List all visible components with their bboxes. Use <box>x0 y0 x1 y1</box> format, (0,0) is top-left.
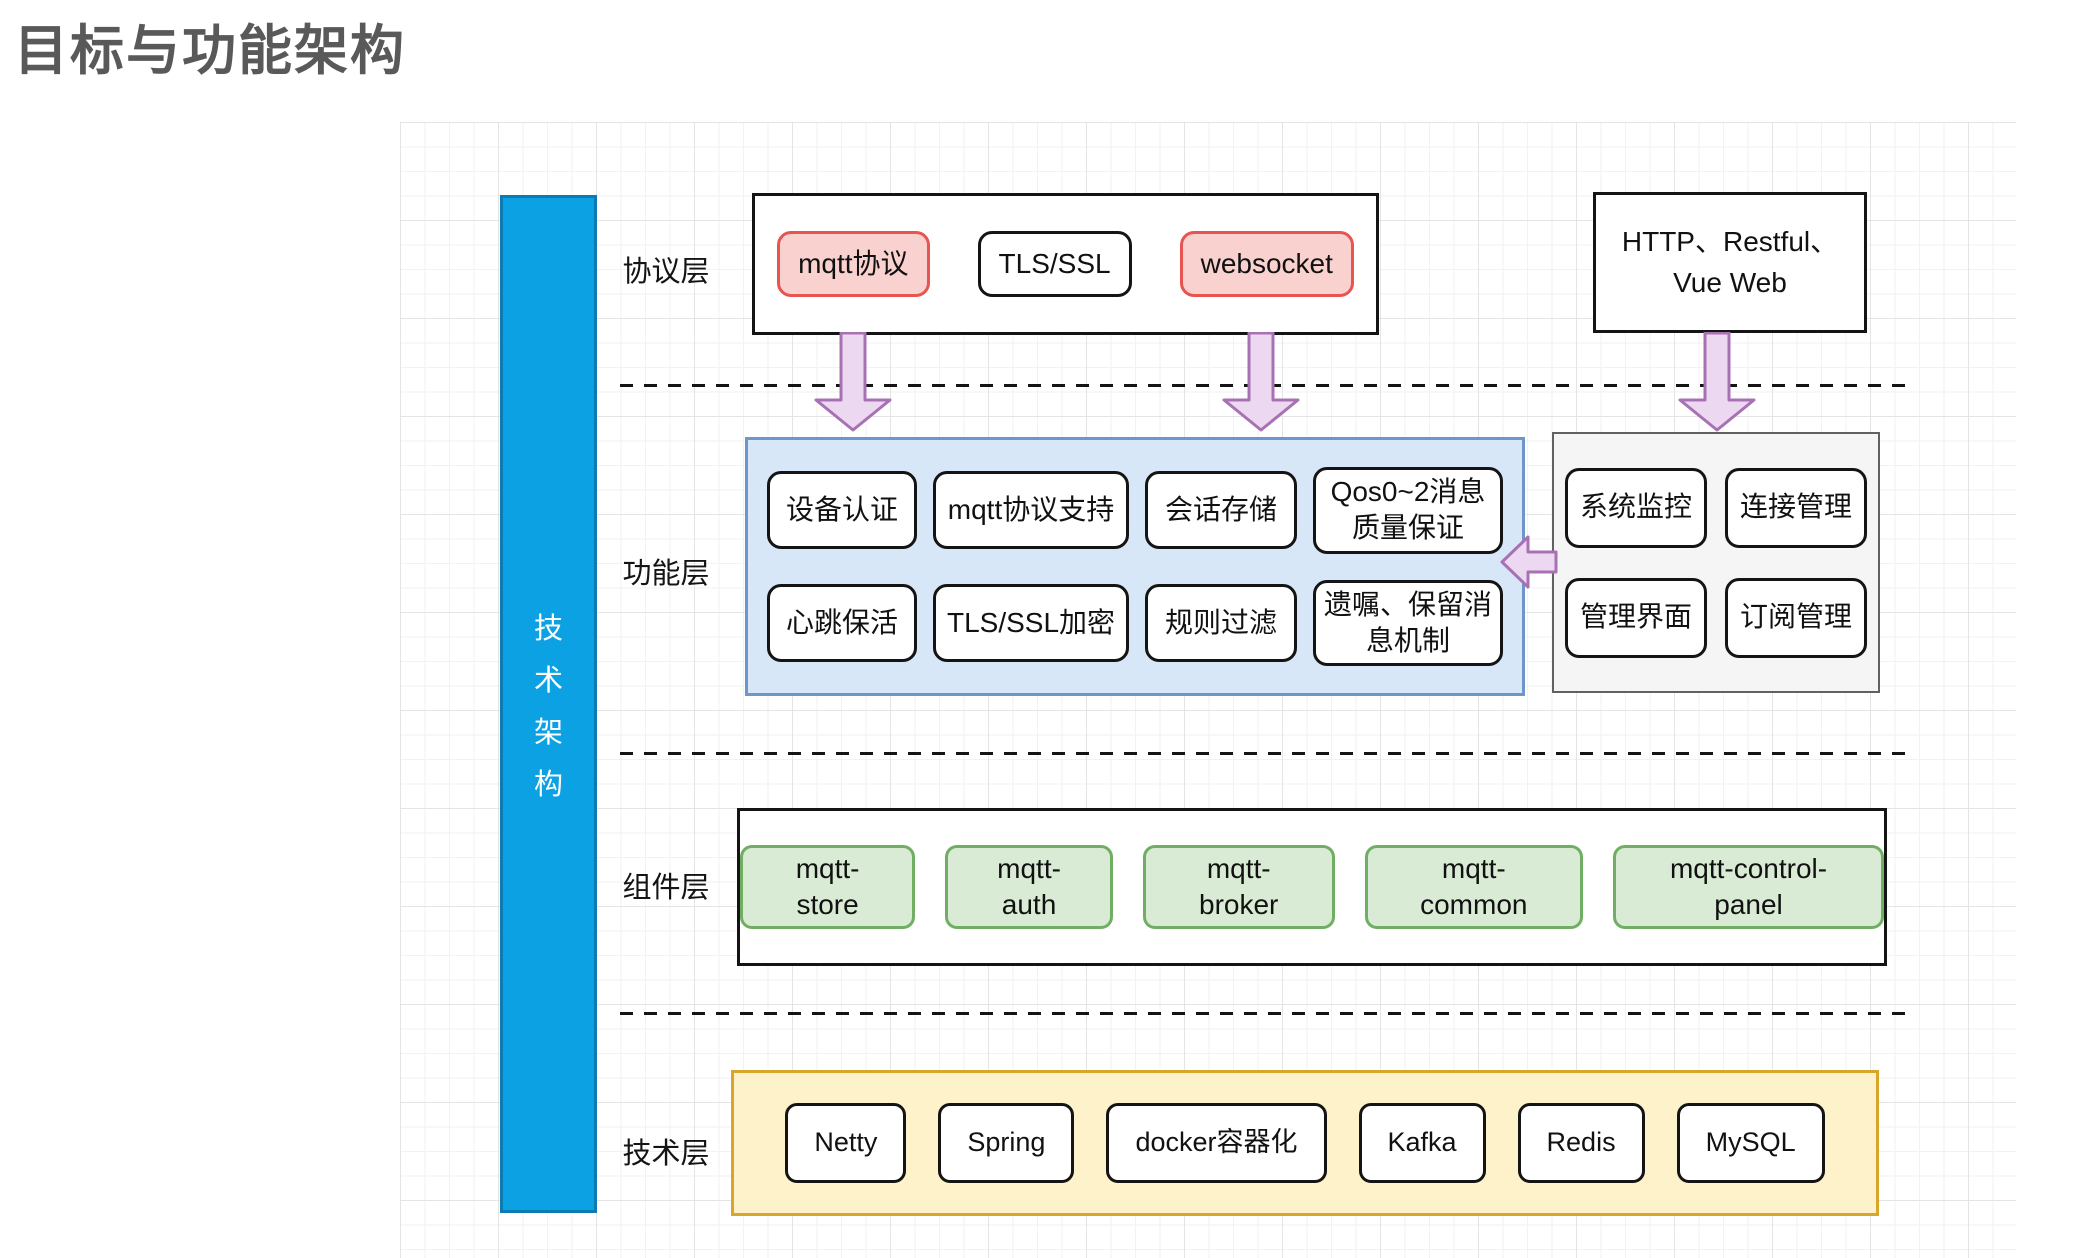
node-mqtt-protocol: mqtt协议 <box>777 231 930 297</box>
node-mqtt-broker: mqtt-broker <box>1142 845 1335 929</box>
layer-label-component: 组件层 <box>622 872 710 904</box>
node-system-monitor: 系统监控 <box>1565 467 1707 548</box>
page-title: 目标与功能架构 <box>14 21 406 81</box>
node-spring: Spring <box>938 1103 1075 1183</box>
node-http-restful-vueweb: HTTP、Restful、 Vue Web <box>1593 192 1867 333</box>
node-tls-ssl: TLS/SSL <box>977 231 1132 297</box>
component-layer-container: mqtt-store mqtt-auth mqtt-broker mqtt-co… <box>737 808 1887 966</box>
down-arrow-websocket <box>1222 332 1300 432</box>
node-mqtt-auth: mqtt-auth <box>945 845 1113 929</box>
node-redis: Redis <box>1517 1103 1645 1183</box>
function-row-2: 心跳保活 TLS/SSL加密 规则过滤 遗嘱、保留消 息机制 <box>767 579 1503 667</box>
sidebar-char: 架 <box>533 717 563 749</box>
node-mqtt-control-panel: mqtt-control-panel <box>1613 845 1884 929</box>
tech-layer-container: Netty Spring docker容器化 Kafka Redis MySQL <box>731 1070 1879 1216</box>
layer-label-tech: 技术层 <box>622 1138 710 1170</box>
node-device-auth: 设备认证 <box>767 471 917 550</box>
node-qos-guarantee: Qos0~2消息 质量保证 <box>1313 466 1503 554</box>
node-connection-management: 连接管理 <box>1725 467 1867 548</box>
dashed-separator-3 <box>620 1012 1908 1015</box>
function-row-1: 设备认证 mqtt协议支持 会话存储 Qos0~2消息 质量保证 <box>767 466 1503 554</box>
protocol-layer-container: mqtt协议 TLS/SSL websocket <box>752 193 1379 335</box>
down-arrow-mqtt <box>814 332 892 432</box>
left-arrow-management-to-function <box>1500 535 1558 589</box>
sidebar-char: 术 <box>533 665 563 697</box>
node-tls-ssl-encryption: TLS/SSL加密 <box>933 583 1129 662</box>
layer-label-protocol: 协议层 <box>622 256 710 288</box>
node-kafka: Kafka <box>1358 1103 1486 1183</box>
node-mqtt-store: mqtt-store <box>740 845 916 929</box>
node-mysql: MySQL <box>1676 1103 1825 1183</box>
sidebar-char: 构 <box>533 769 563 801</box>
function-layer-container: 设备认证 mqtt协议支持 会话存储 Qos0~2消息 质量保证 心跳保活 TL… <box>745 437 1525 696</box>
node-mqtt-common: mqtt-common <box>1364 845 1584 929</box>
layer-label-function: 功能层 <box>622 558 710 590</box>
node-will-retained-message: 遗嘱、保留消 息机制 <box>1313 579 1503 667</box>
node-heartbeat-keepalive: 心跳保活 <box>767 583 917 662</box>
dashed-separator-2 <box>620 752 1908 755</box>
node-subscription-management: 订阅管理 <box>1725 577 1867 658</box>
tech-architecture-sidebar: 技 术 架 构 <box>500 195 597 1213</box>
node-docker: docker容器化 <box>1106 1103 1327 1183</box>
node-admin-ui: 管理界面 <box>1565 577 1707 658</box>
node-mqtt-protocol-support: mqtt协议支持 <box>933 471 1129 550</box>
node-websocket: websocket <box>1179 231 1354 297</box>
management-panel: 系统监控 连接管理 管理界面 订阅管理 <box>1552 432 1880 693</box>
node-rule-filter: 规则过滤 <box>1145 583 1297 662</box>
node-netty: Netty <box>785 1103 907 1183</box>
node-session-store: 会话存储 <box>1145 471 1297 550</box>
down-arrow-http <box>1678 332 1756 432</box>
sidebar-char: 技 <box>533 613 563 645</box>
